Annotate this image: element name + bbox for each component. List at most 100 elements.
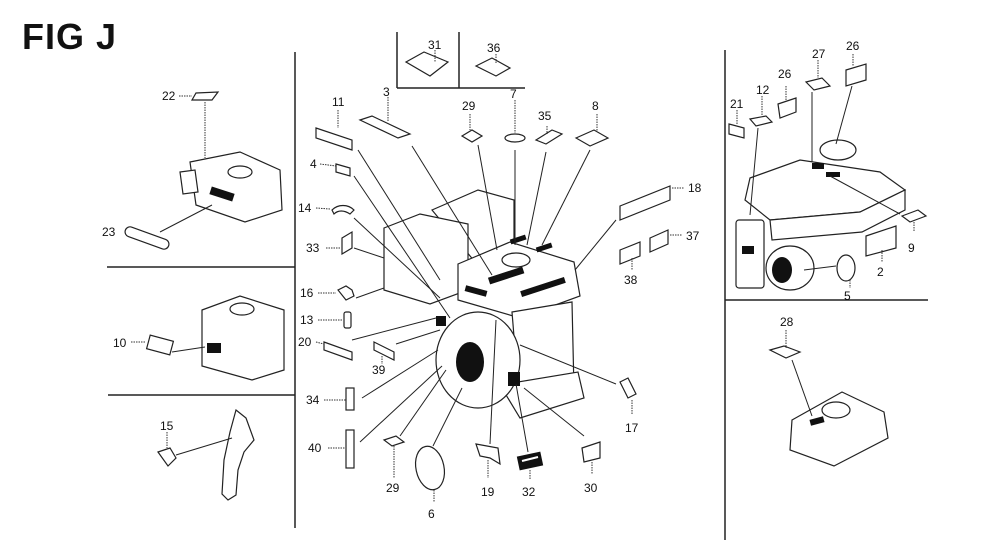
- tank-side: [769, 189, 906, 241]
- callout-40: 40: [308, 441, 322, 455]
- figure-title: FIG J: [22, 16, 118, 57]
- callout-28: 28: [780, 315, 794, 329]
- decal-2[interactable]: [865, 225, 897, 257]
- decal-21[interactable]: [728, 123, 745, 139]
- callout-33: 33: [306, 241, 320, 255]
- panel-top-inset: 31 36: [404, 38, 512, 77]
- decal-36[interactable]: [474, 57, 512, 77]
- callout-9: 9: [908, 241, 915, 255]
- decal-19[interactable]: [475, 443, 501, 466]
- callout-6: 6: [428, 507, 435, 521]
- panel-dividers: [107, 32, 928, 540]
- air-cleaner-box: [383, 213, 469, 305]
- callout-23: 23: [102, 225, 116, 239]
- decal-20[interactable]: [323, 341, 353, 361]
- callout-21: 21: [730, 97, 744, 111]
- callout-17: 17: [625, 421, 639, 435]
- decal-5[interactable]: [836, 254, 856, 282]
- choke-lever: [221, 408, 255, 501]
- recoil-center: [772, 257, 792, 283]
- callout-31: 31: [428, 38, 442, 52]
- decal-17[interactable]: [619, 377, 637, 399]
- decal-6[interactable]: [412, 444, 449, 493]
- callout-36: 36: [487, 41, 501, 55]
- air-cleaner-2-body: [201, 295, 285, 381]
- panel-top-left: 22 23: [102, 89, 283, 250]
- callout-19: 19: [481, 485, 495, 499]
- decal-26-left[interactable]: [777, 97, 797, 119]
- fuel-cap: [501, 252, 531, 268]
- decal-18[interactable]: [619, 185, 671, 221]
- decal-11[interactable]: [315, 127, 353, 151]
- panel-center-engine: 11 3 29 7 35 8 4 14 33: [298, 85, 702, 521]
- air-cleaner-2-knob: [229, 302, 255, 316]
- callout-15: 15: [160, 419, 174, 433]
- starter-grip-center: [456, 342, 484, 382]
- decal-38[interactable]: [619, 241, 641, 265]
- decal-29-bottom[interactable]: [382, 435, 406, 447]
- decal-12[interactable]: [748, 115, 774, 127]
- decal-26-right[interactable]: [845, 63, 867, 87]
- callout-10: 10: [113, 336, 127, 350]
- air-cleaner-tab: [179, 169, 199, 195]
- callout-29-bottom: 29: [386, 481, 400, 495]
- decal-28[interactable]: [768, 345, 802, 359]
- callout-20: 20: [298, 335, 312, 349]
- callout-13: 13: [300, 313, 314, 327]
- decal-39[interactable]: [373, 341, 395, 361]
- decal-7[interactable]: [504, 133, 526, 143]
- callout-3: 3: [383, 85, 390, 99]
- panel-bottom-left: 15: [157, 408, 255, 501]
- callout-26-right: 26: [846, 39, 860, 53]
- callout-18: 18: [688, 181, 702, 195]
- callout-35: 35: [538, 109, 552, 123]
- callout-39: 39: [372, 363, 386, 377]
- panel-top-right: 21 12 26 27 26 9 2 5: [728, 39, 928, 303]
- decal-40[interactable]: [345, 429, 355, 469]
- callout-26-left: 26: [778, 67, 792, 81]
- callout-27: 27: [812, 47, 826, 61]
- callout-30: 30: [584, 481, 598, 495]
- decal-14[interactable]: [331, 204, 355, 216]
- fuel-tank: [457, 241, 581, 319]
- callout-38: 38: [624, 273, 638, 287]
- tank-cap: [819, 139, 857, 161]
- fuel-tank-2-cap: [821, 401, 851, 419]
- air-cleaner-knob: [227, 165, 253, 179]
- decal-34[interactable]: [345, 387, 355, 411]
- callout-16: 16: [300, 286, 314, 300]
- decal-30[interactable]: [581, 441, 601, 463]
- callout-2: 2: [877, 265, 884, 279]
- callout-5: 5: [844, 289, 851, 303]
- callout-37: 37: [686, 229, 700, 243]
- callout-32: 32: [522, 485, 536, 499]
- decal-27[interactable]: [804, 77, 832, 91]
- callout-14: 14: [298, 201, 312, 215]
- decal-33[interactable]: [341, 230, 353, 256]
- callout-4: 4: [310, 157, 317, 171]
- decal-13[interactable]: [343, 311, 352, 329]
- decal-9[interactable]: [900, 209, 928, 223]
- decal-31[interactable]: [404, 51, 450, 77]
- decal-16[interactable]: [337, 285, 355, 301]
- decal-37[interactable]: [649, 229, 669, 253]
- callout-11: 11: [332, 95, 345, 109]
- callout-34: 34: [306, 393, 320, 407]
- decal-35[interactable]: [534, 129, 564, 145]
- decal-8[interactable]: [574, 129, 610, 147]
- decal-29-top[interactable]: [460, 129, 484, 143]
- engine-base: [499, 371, 585, 419]
- callout-8: 8: [592, 99, 599, 113]
- decal-22[interactable]: [190, 91, 220, 101]
- callout-29-top: 29: [462, 99, 476, 113]
- decal-10[interactable]: [145, 334, 175, 356]
- decal-4[interactable]: [335, 163, 351, 177]
- decal-3[interactable]: [358, 115, 412, 139]
- air-cleaner-body: [189, 151, 283, 223]
- panel-mid-left: 10: [113, 295, 285, 381]
- decal-15[interactable]: [157, 447, 177, 467]
- callout-12: 12: [756, 83, 770, 97]
- decal-32[interactable]: [516, 451, 544, 471]
- decal-23[interactable]: [124, 225, 171, 250]
